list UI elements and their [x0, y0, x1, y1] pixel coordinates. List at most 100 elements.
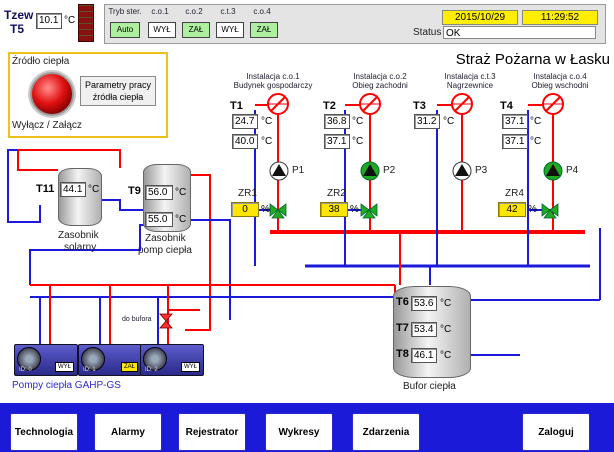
pump-2-label: P2 — [383, 165, 396, 176]
nav-technologia-button[interactable]: Technologia — [10, 413, 78, 451]
mode-header: c.o.1 — [151, 7, 169, 16]
buffer-sensor-1-value: 53.6 — [411, 296, 437, 311]
mixing-valve-icon[interactable] — [268, 200, 288, 220]
circulation-pump-icon[interactable] — [360, 161, 380, 181]
circuit-4-subtitle: Obieg wschodni — [531, 81, 589, 90]
time-display: 11:29:52 — [522, 10, 598, 25]
circuit-2-return-unit: °C — [352, 136, 364, 147]
hp-tank-bottom-temp: 55.0 — [145, 212, 173, 227]
zr2-label: ZR2 — [327, 188, 346, 199]
zr1-label: ZR1 — [238, 188, 257, 199]
mode-header: Tryb ster. — [108, 7, 142, 16]
circuit-3-mode[interactable]: WYŁ — [216, 22, 244, 38]
nav-zaloguj-button[interactable]: Zaloguj — [522, 413, 590, 451]
pump-3-label: P3 — [475, 165, 488, 176]
circulation-pump-icon[interactable] — [452, 161, 472, 181]
outside-temp-label: Tzew — [4, 8, 34, 22]
outside-temp-sensor-label: T5 — [10, 22, 25, 36]
heat-pump-state: WYŁ — [54, 362, 74, 372]
mixing-valve-icon[interactable] — [540, 200, 560, 220]
circuit-4-temp-label: T4 — [500, 100, 513, 112]
hp-tank-top-unit: °C — [175, 187, 187, 198]
mixing-valve-icon[interactable] — [359, 200, 379, 220]
buffer-tank-name: Bufor ciepła — [403, 381, 456, 392]
circuit-3-supply-unit: °C — [443, 116, 455, 127]
heat-pump-state: ZAŁ — [120, 362, 138, 372]
status-value: OK — [443, 26, 596, 39]
circuit-2-mode[interactable]: ZAŁ — [182, 22, 210, 38]
heat-pump-id: ID: 1 — [83, 367, 96, 373]
circuit-3-title: Instalacja c.t.3 — [444, 72, 496, 81]
solar-temp-unit: °C — [88, 184, 100, 195]
circuit-1-temp-label: T1 — [230, 100, 243, 112]
mode-header: c.o.4 — [253, 7, 271, 16]
circuit-1-supply-temp: 24.7 — [232, 114, 258, 129]
circuit-3-temp-label: T3 — [413, 100, 426, 112]
circuit-2-subtitle: Obieg zachodni — [352, 81, 408, 90]
page-title: Straż Pożarna w Łasku — [455, 51, 610, 68]
date-display: 2015/10/29 — [442, 10, 518, 25]
zr4-label: ZR4 — [505, 188, 524, 199]
buffer-sensor-2-unit: °C — [440, 324, 452, 335]
heat-pump-unit-1[interactable]: ID: 1 ZAŁ — [78, 344, 142, 376]
circuit-4-return-temp: 37.1 — [502, 134, 528, 149]
buffer-sensor-3-value: 46.1 — [411, 348, 437, 363]
mode-header: c.t.3 — [220, 7, 236, 16]
circuit-1-mode[interactable]: WYŁ — [148, 22, 176, 38]
circuit-4-supply-temp: 37.1 — [502, 114, 528, 129]
brick-wall-icon — [78, 4, 94, 42]
mode-header: c.o.2 — [185, 7, 203, 16]
circulation-pump-icon[interactable] — [269, 161, 289, 181]
nav-wykresy-button[interactable]: Wykresy — [265, 413, 333, 451]
heat-source-toggle-lamp[interactable] — [30, 72, 74, 116]
circuit-4-mode[interactable]: ZAŁ — [250, 22, 278, 38]
nav-rejestrator-button[interactable]: Rejestrator — [178, 413, 246, 451]
solar-tank — [58, 168, 102, 226]
fan-icon — [81, 347, 105, 371]
status-label: Status — [413, 27, 442, 38]
buffer-sensor-2-value: 53.4 — [411, 322, 437, 337]
zr2-value: 38 — [320, 202, 348, 217]
heat-pump-unit-2[interactable]: ID: 2 WYŁ — [140, 344, 204, 376]
mode-control-value[interactable]: Auto — [110, 22, 140, 38]
circuit-1-subtitle: Budynek gospodarczy — [233, 81, 313, 90]
hp-tank-bottom-unit: °C — [175, 214, 187, 225]
zr1-value: 0 — [231, 202, 259, 217]
buffer-sensor-3-unit: °C — [440, 350, 452, 361]
circuit-2-return-temp: 37.1 — [324, 134, 350, 149]
heat-pump-state: WYŁ — [180, 362, 200, 372]
circuit-4-return-unit: °C — [530, 136, 542, 147]
circuit-3-supply-temp: 31.2 — [414, 114, 440, 129]
nav-zdarzenia-button[interactable]: Zdarzenia — [352, 413, 420, 451]
buffer-sensor-2-label: T7 — [396, 322, 409, 334]
fan-icon — [143, 347, 167, 371]
circulation-pump-icon[interactable] — [543, 161, 563, 181]
heater-icon — [359, 93, 381, 115]
circuit-2-supply-temp: 36.8 — [324, 114, 350, 129]
hp-tank-name-line1: Zasobnik — [145, 233, 186, 244]
heat-source-params-button[interactable]: Parametry pracy źródła ciepła — [80, 76, 156, 106]
heat-pump-unit-0[interactable]: ID: 0 WYŁ — [14, 344, 78, 376]
to-buffer-valve-label: do bufora — [122, 316, 152, 323]
circuit-4-supply-unit: °C — [530, 116, 542, 127]
solar-tank-name-line1: Zasobnik — [58, 230, 99, 241]
heat-source-params-button-line1: Parametry pracy — [84, 80, 152, 90]
circuit-2-title: Instalacja c.o.2 — [353, 72, 407, 81]
buffer-sensor-3-label: T8 — [396, 348, 409, 360]
outside-temp-value: 10.1 — [36, 13, 62, 29]
hp-tank-top-temp: 56.0 — [145, 185, 173, 200]
heat-pump-id: ID: 2 — [145, 367, 158, 373]
zr4-value: 42 — [498, 202, 526, 217]
outside-temp-unit: °C — [64, 15, 76, 26]
circuit-2-supply-unit: °C — [352, 116, 364, 127]
three-way-valve-icon[interactable] — [158, 312, 174, 330]
circuit-4-title: Instalacja c.o.4 — [533, 72, 587, 81]
zr4-unit: % — [528, 204, 537, 215]
solar-tank-name-line2: solarny — [64, 242, 97, 253]
pump-4-label: P4 — [566, 165, 579, 176]
heat-source-title: Źródło ciepła — [12, 56, 70, 67]
circuit-1-title: Instalacja c.o.1 — [246, 72, 300, 81]
nav-alarmy-button[interactable]: Alarmy — [94, 413, 162, 451]
heater-icon — [451, 93, 473, 115]
